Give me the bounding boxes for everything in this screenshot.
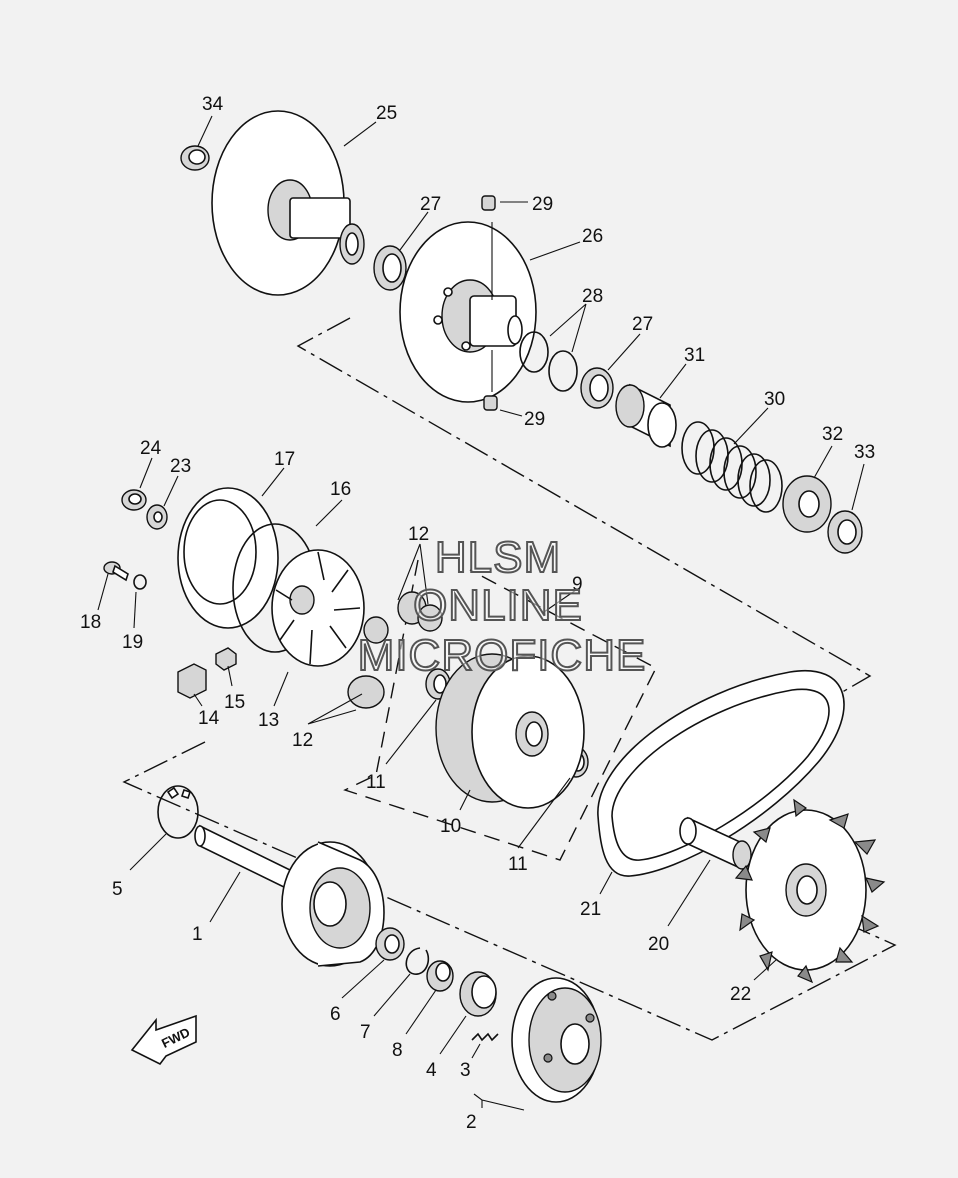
callout-29-bottom: 29 [524,409,545,430]
callout-24: 24 [140,438,162,459]
callout-20: 20 [648,934,669,955]
callout-17: 17 [274,449,295,470]
callout-31: 31 [684,345,705,366]
callout-27-lower: 27 [632,314,653,335]
callout-labels: 34 25 27 29 26 28 27 31 29 30 32 33 24 2… [80,94,875,1133]
callout-18: 18 [80,612,101,633]
shaft-20 [679,816,752,870]
callout-12-lower: 12 [292,730,313,751]
watermark-line-3: MICROFICHE [357,631,647,680]
watermark-line-2: ONLINE [412,581,583,630]
spring-3 [471,1032,499,1042]
callout-13: 13 [258,710,279,731]
callout-1: 1 [192,924,203,945]
callout-30: 30 [764,389,785,410]
watermark-line-1: HLSM [434,533,562,582]
circlip-7 [405,947,430,975]
fwd-arrow-icon: FWD [130,1014,197,1066]
cover-17 [177,487,279,629]
callout-26: 26 [582,226,603,247]
callout-5: 5 [112,879,123,900]
one-way-clutch-4 [459,971,497,1017]
secondary-group-outline [122,741,897,1041]
callout-32: 32 [822,424,843,445]
callout-16: 16 [330,479,351,500]
callout-3: 3 [460,1060,471,1081]
guide-29-top [481,195,496,211]
callout-28: 28 [582,286,603,307]
washer-19 [133,574,147,590]
callout-14: 14 [198,708,220,729]
guide-29-bottom [483,395,498,411]
callout-15: 15 [224,692,245,713]
primary-sheave-group-outline [296,317,872,699]
callout-7: 7 [360,1022,371,1043]
callout-4: 4 [426,1060,437,1081]
collar-27-upper [373,245,407,291]
sheave-10-group-outline [343,559,657,861]
callout-11-lower: 11 [508,854,528,875]
callout-27-upper: 27 [420,194,441,215]
shaft-clutch-housing-1 [194,824,385,967]
leader-lines [97,115,865,1111]
o-rings-28 [519,331,578,392]
clutch-carrier-2 [511,977,602,1103]
nut-8 [426,960,454,992]
v-belt-21 [597,669,845,877]
callout-34: 34 [202,94,224,115]
callout-10: 10 [440,816,461,837]
slider-14 [177,663,207,699]
nut-34 [180,145,210,171]
sheave-10 [435,653,585,809]
callout-19: 19 [122,632,143,653]
callout-29-top: 29 [532,194,553,215]
callout-22: 22 [730,984,751,1005]
fixed-sheave-25 [211,110,365,296]
spring-30 [681,421,783,513]
callout-12-upper: 12 [408,524,429,545]
callout-2: 2 [466,1112,477,1133]
screw-18 [103,561,129,582]
weights-12 [347,591,443,709]
callout-33: 33 [854,442,875,463]
callout-25: 25 [376,103,397,124]
callout-11-upper: 11 [366,772,386,793]
washer-23 [146,504,168,530]
callout-6: 6 [330,1004,341,1025]
slider-15 [215,647,237,671]
circlip-5 [157,785,199,839]
callout-9: 9 [572,574,583,595]
collar-27-lower [580,367,614,409]
callout-23: 23 [170,456,191,477]
callout-8: 8 [392,1040,403,1061]
washer-32 [782,475,832,533]
fan-sheave-22 [734,798,886,984]
spacer-31 [615,383,677,448]
seal-33 [827,510,863,554]
sliding-sheave-26 [399,221,537,403]
bearing-6 [375,927,405,961]
cam-13 [271,549,365,667]
callout-21: 21 [580,899,601,920]
nut-24 [121,489,147,511]
